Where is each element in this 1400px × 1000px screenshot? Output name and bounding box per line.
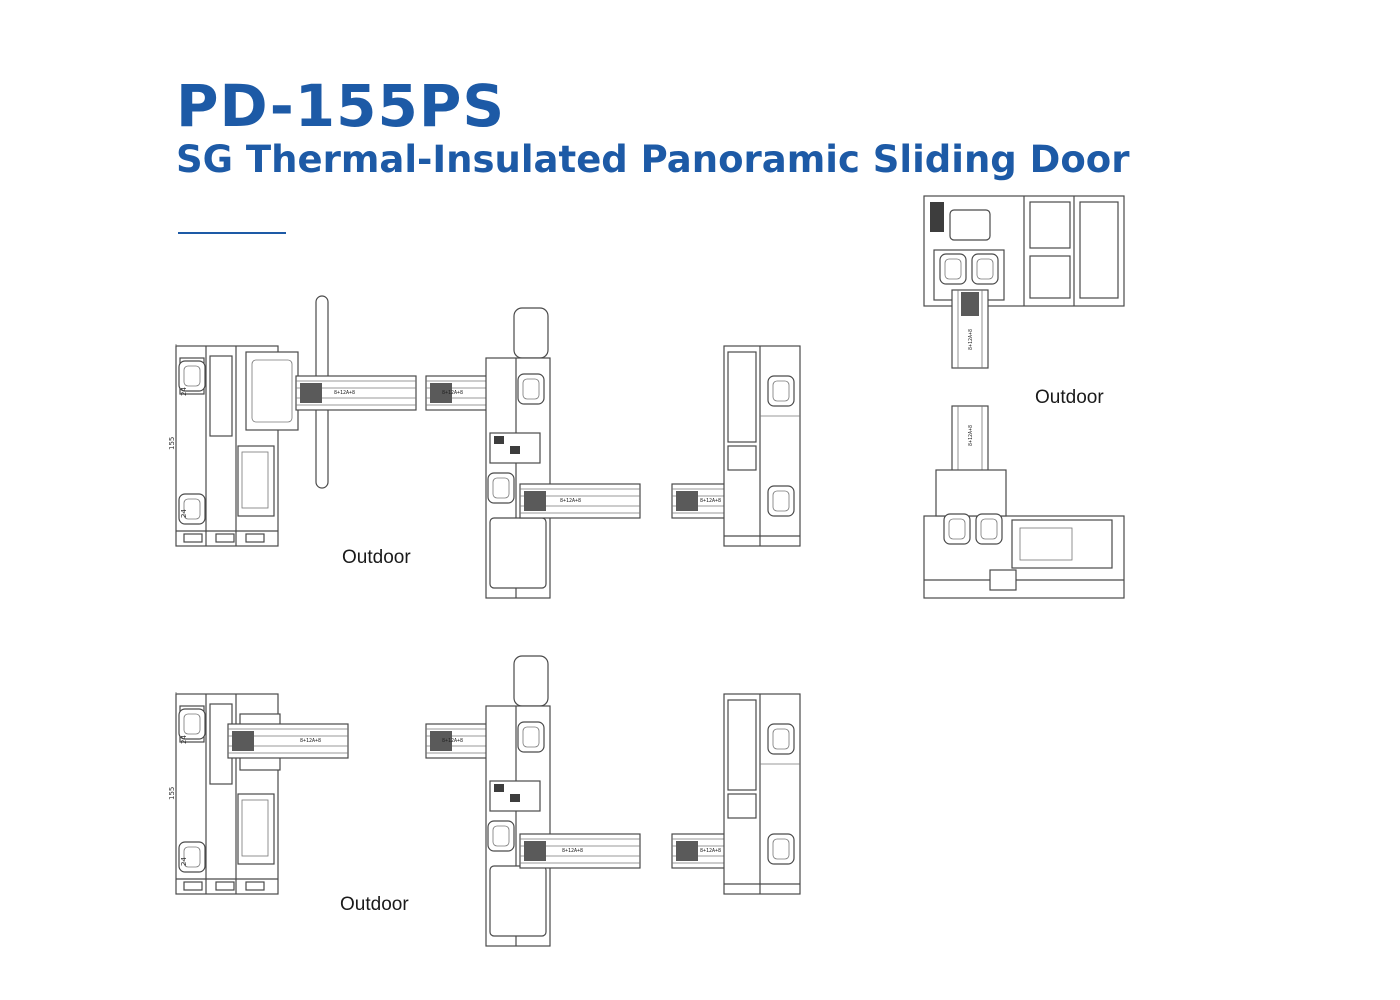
outdoor-label: Outdoor [340,894,409,915]
glass-spec-label: 8+12A+8 [562,848,583,854]
glass-spec-label: 8+12A+8 [700,498,721,504]
glass-spec-label: 8+12A+8 [442,390,463,396]
dimension-label: 155 [168,787,176,800]
glass-spec-label: 8+12A+8 [968,329,974,350]
dimension-label: 24 [180,387,188,396]
outdoor-label: Outdoor [1035,387,1104,408]
section-right-bottom [671,694,800,894]
glass-spec-label: 8+12A+8 [442,738,463,744]
dimension-label: 155 [168,437,176,450]
dimension-label: 24 [180,857,188,866]
glass-spec-label: 8+12A+8 [560,498,581,504]
section-left-bottom [176,692,349,894]
vertical-section-sill [923,405,1125,599]
dimension-label: 24 [180,735,188,744]
glass-spec-label: 8+12A+8 [300,738,321,744]
outdoor-label: Outdoor [342,547,411,568]
product-model-title: PD-155PS [176,72,506,140]
glass-spec-label: 8+12A+8 [334,390,355,396]
title-underline [178,232,286,234]
section-middle-bottom [425,656,641,946]
product-subtitle: SG Thermal-Insulated Panoramic Sliding D… [176,138,1130,181]
section-left-top [176,295,417,546]
dimension-label: 24 [180,509,188,518]
glass-spec-label: 8+12A+8 [700,848,721,854]
section-middle-top [425,308,641,598]
vertical-section-head [923,195,1125,369]
section-right-top [671,346,800,546]
glass-spec-label: 8+12A+8 [968,425,974,446]
